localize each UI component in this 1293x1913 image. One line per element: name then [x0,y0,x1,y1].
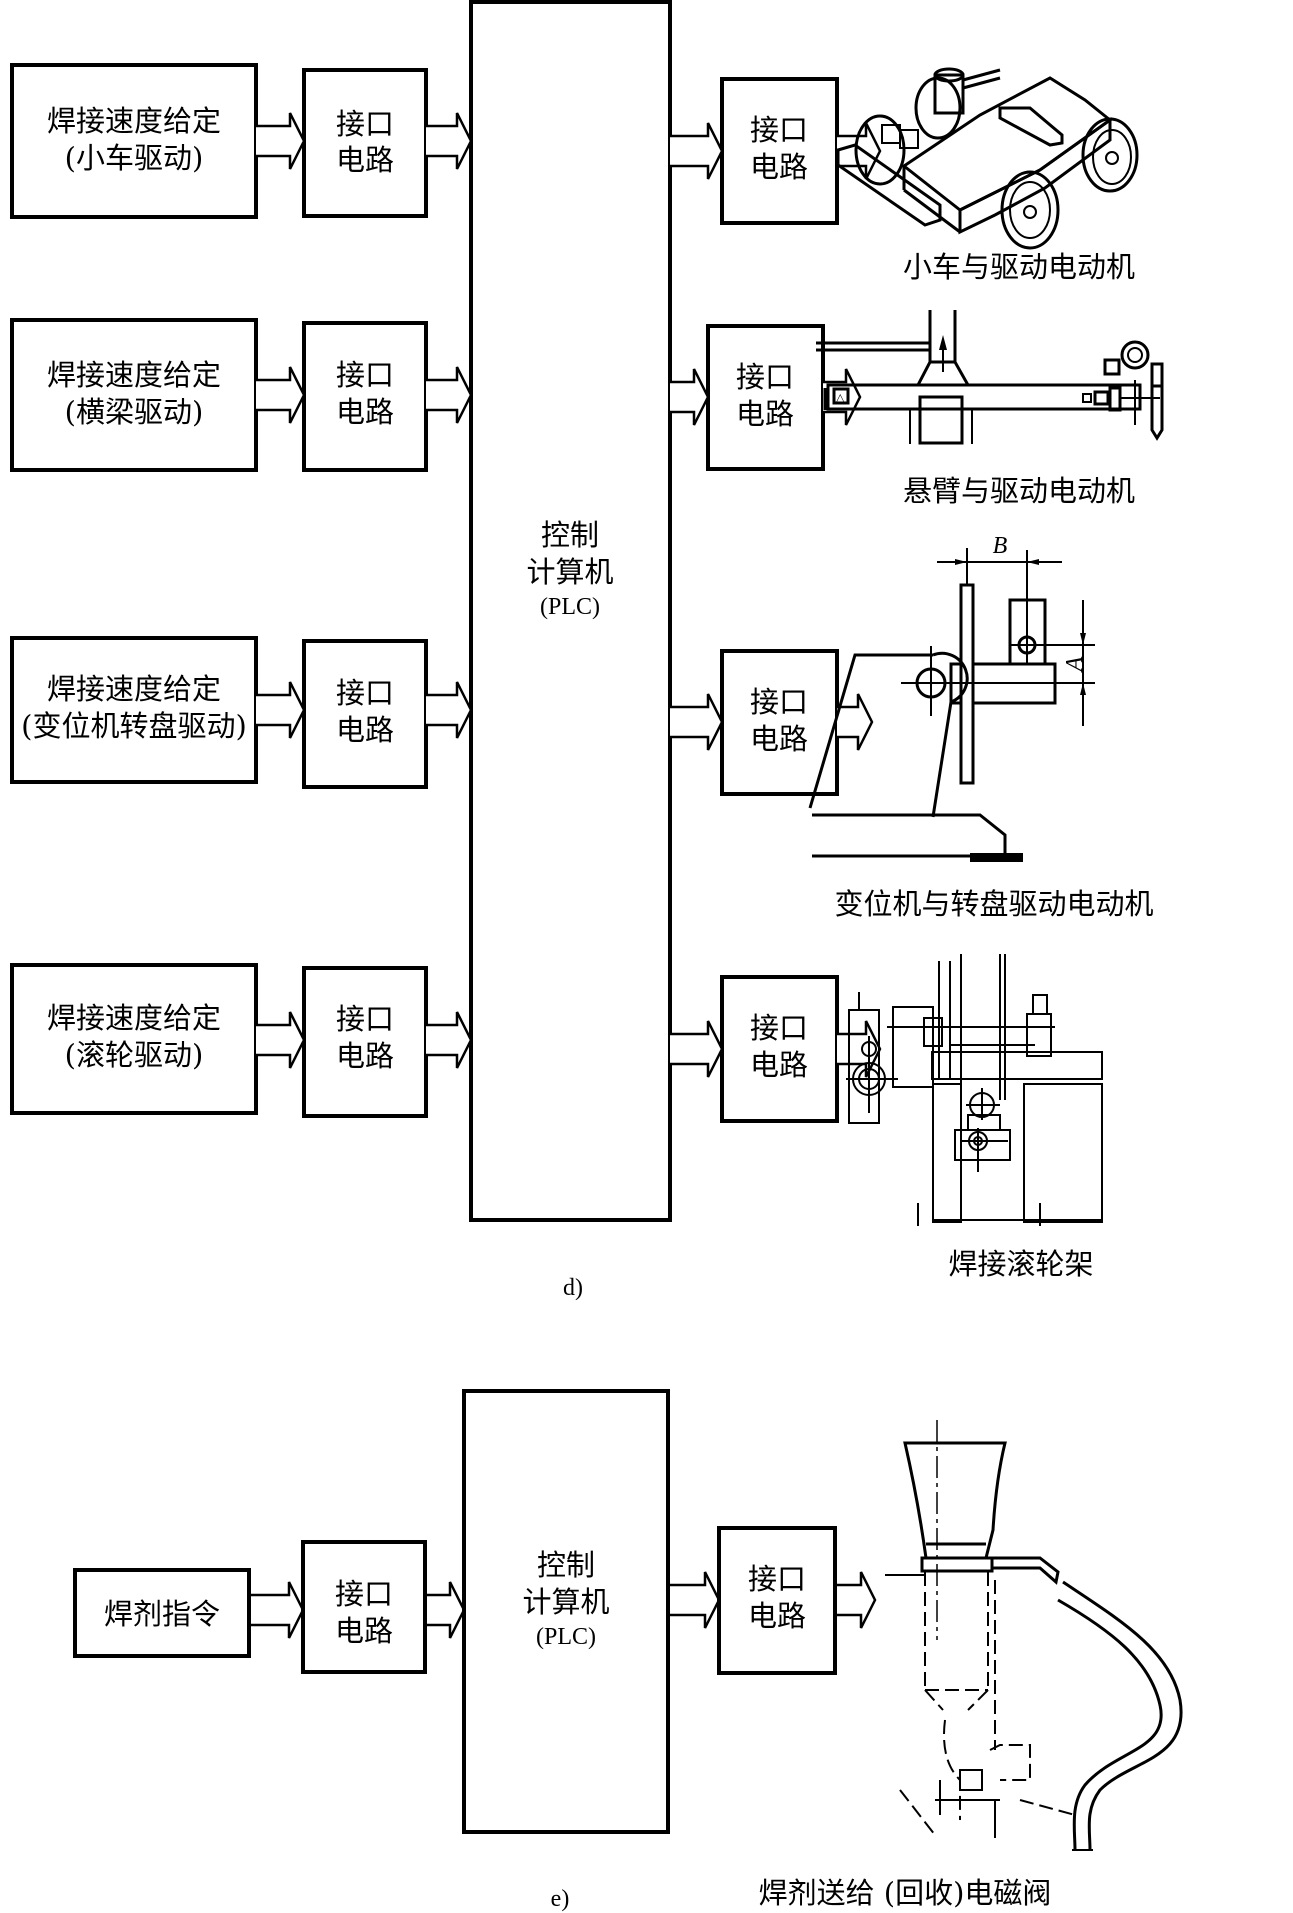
d-input-2-line2: (横梁驱动) [65,395,204,429]
d-interface-left-1: 接口 电路 [302,68,428,218]
d-plc-line2: 计算机 [526,555,613,589]
e-plc-line1: 控制 [537,1548,595,1582]
bus-arrow-19 [668,1571,721,1629]
d-plc-controller-box: 控制 计算机 (PLC) [469,0,672,1222]
bus-arrow-12 [837,693,874,751]
d-input-box-positioner: 焊接速度给定 (变位机转盘驱动) [10,636,258,784]
caption-flux-feed-solenoid-valve: 焊剂送给 (回收)电磁阀 [759,1876,1052,1910]
interface-label-line1: 接口 [336,1002,394,1036]
caption-positioner-turntable-motor: 变位机与转盘驱动电动机 [834,887,1153,921]
caption-cantilever-drive-motor: 悬臂与驱动电动机 [903,474,1135,508]
bus-arrow-13 [256,1011,306,1069]
interface-label-line2: 电路 [336,713,394,747]
dimension-b-label: B [993,533,1008,559]
interface-label-line1: 接口 [750,113,808,147]
bus-arrow-15 [670,1020,724,1078]
d-plc-line1: 控制 [541,518,599,552]
d-input-3-line2: (变位机转盘驱动) [21,709,247,743]
caption-carriage-drive-motor: 小车与驱动电动机 [903,250,1135,284]
d-interface-right-3: 接口 电路 [720,649,839,796]
interface-label-line2: 电路 [750,150,808,184]
cantilever-drive-motor-illustration: △ [816,310,1164,445]
d-interface-right-4: 接口 电路 [720,975,839,1123]
flux-feed-valve-illustration [885,1420,1183,1851]
bus-arrow-10 [426,681,473,739]
bus-arrow-3 [670,122,724,180]
d-plc-line3: (PLC) [540,594,600,620]
d-input-3-line1: 焊接速度给定 [47,672,221,706]
interface-label-line2: 电路 [748,1599,806,1633]
d-input-1-line2: (小车驱动) [65,141,204,175]
d-interface-left-2: 接口 电路 [302,321,428,472]
interface-label-line2: 电路 [336,395,394,429]
interface-label-line1: 接口 [750,1011,808,1045]
d-input-4-line2: (滚轮驱动) [65,1038,204,1072]
interface-label-line2: 电路 [336,143,394,177]
d-interface-left-4: 接口 电路 [302,966,428,1118]
interface-label-line2: 电路 [736,397,794,431]
e-interface-left: 接口 电路 [301,1540,427,1674]
bus-arrow-6 [426,366,473,424]
e-input-box-flux-command: 焊剂指令 [73,1568,251,1658]
interface-label-line1: 接口 [750,685,808,719]
d-input-1-line1: 焊接速度给定 [47,104,221,138]
carriage-drive-motor-illustration [836,67,1139,250]
interface-label-line1: 接口 [335,1577,393,1611]
interface-label-line1: 接口 [336,358,394,392]
bus-arrow-4 [837,122,882,180]
bus-arrow-8 [823,368,862,426]
positioner-turntable-illustration: B A [808,533,1095,862]
d-input-box-roller: 焊接速度给定 (滚轮驱动) [10,963,258,1115]
d-interface-left-3: 接口 电路 [302,639,428,789]
d-input-box-carriage: 焊接速度给定 (小车驱动) [10,63,258,219]
interface-label-line2: 电路 [750,1048,808,1082]
interface-label-line2: 电路 [335,1614,393,1648]
bus-arrow-14 [426,1011,473,1069]
bus-arrow-18 [425,1581,466,1639]
interface-label-line2: 电路 [750,722,808,756]
triangle-mark: △ [836,391,845,404]
d-interface-right-1: 接口 电路 [720,77,839,225]
d-input-box-crossbeam: 焊接速度给定 (横梁驱动) [10,318,258,472]
interface-label-line1: 接口 [748,1562,806,1596]
bus-arrows [249,112,882,1639]
interface-label-line1: 接口 [336,676,394,710]
figure-e-label: e) [551,1886,570,1912]
bus-arrow-7 [670,368,710,426]
bus-arrow-1 [256,112,306,170]
bus-arrow-17 [249,1581,305,1639]
e-input-label: 焊剂指令 [104,1597,220,1631]
dimension-a-label: A [1062,656,1088,673]
caption-welding-roller-frame: 焊接滚轮架 [948,1247,1093,1281]
e-plc-controller-box: 控制 计算机 (PLC) [462,1389,670,1834]
e-interface-right: 接口 电路 [717,1526,837,1675]
figure-d-label: d) [563,1275,583,1301]
d-input-4-line1: 焊接速度给定 [47,1001,221,1035]
interface-label-line1: 接口 [336,107,394,141]
interface-label-line1: 接口 [736,360,794,394]
e-plc-line3: (PLC) [536,1624,596,1650]
interface-label-line2: 电路 [336,1039,394,1073]
bus-arrow-2 [426,112,473,170]
e-plc-line2: 计算机 [522,1585,609,1619]
bus-arrow-11 [670,693,724,751]
bus-arrow-16 [837,1020,882,1078]
bus-arrow-20 [835,1571,877,1629]
d-input-2-line1: 焊接速度给定 [47,358,221,392]
bus-arrow-9 [256,681,306,739]
bus-arrow-5 [256,366,306,424]
welding-roller-frame-illustration [846,954,1103,1226]
d-interface-right-2: 接口 电路 [706,324,825,471]
